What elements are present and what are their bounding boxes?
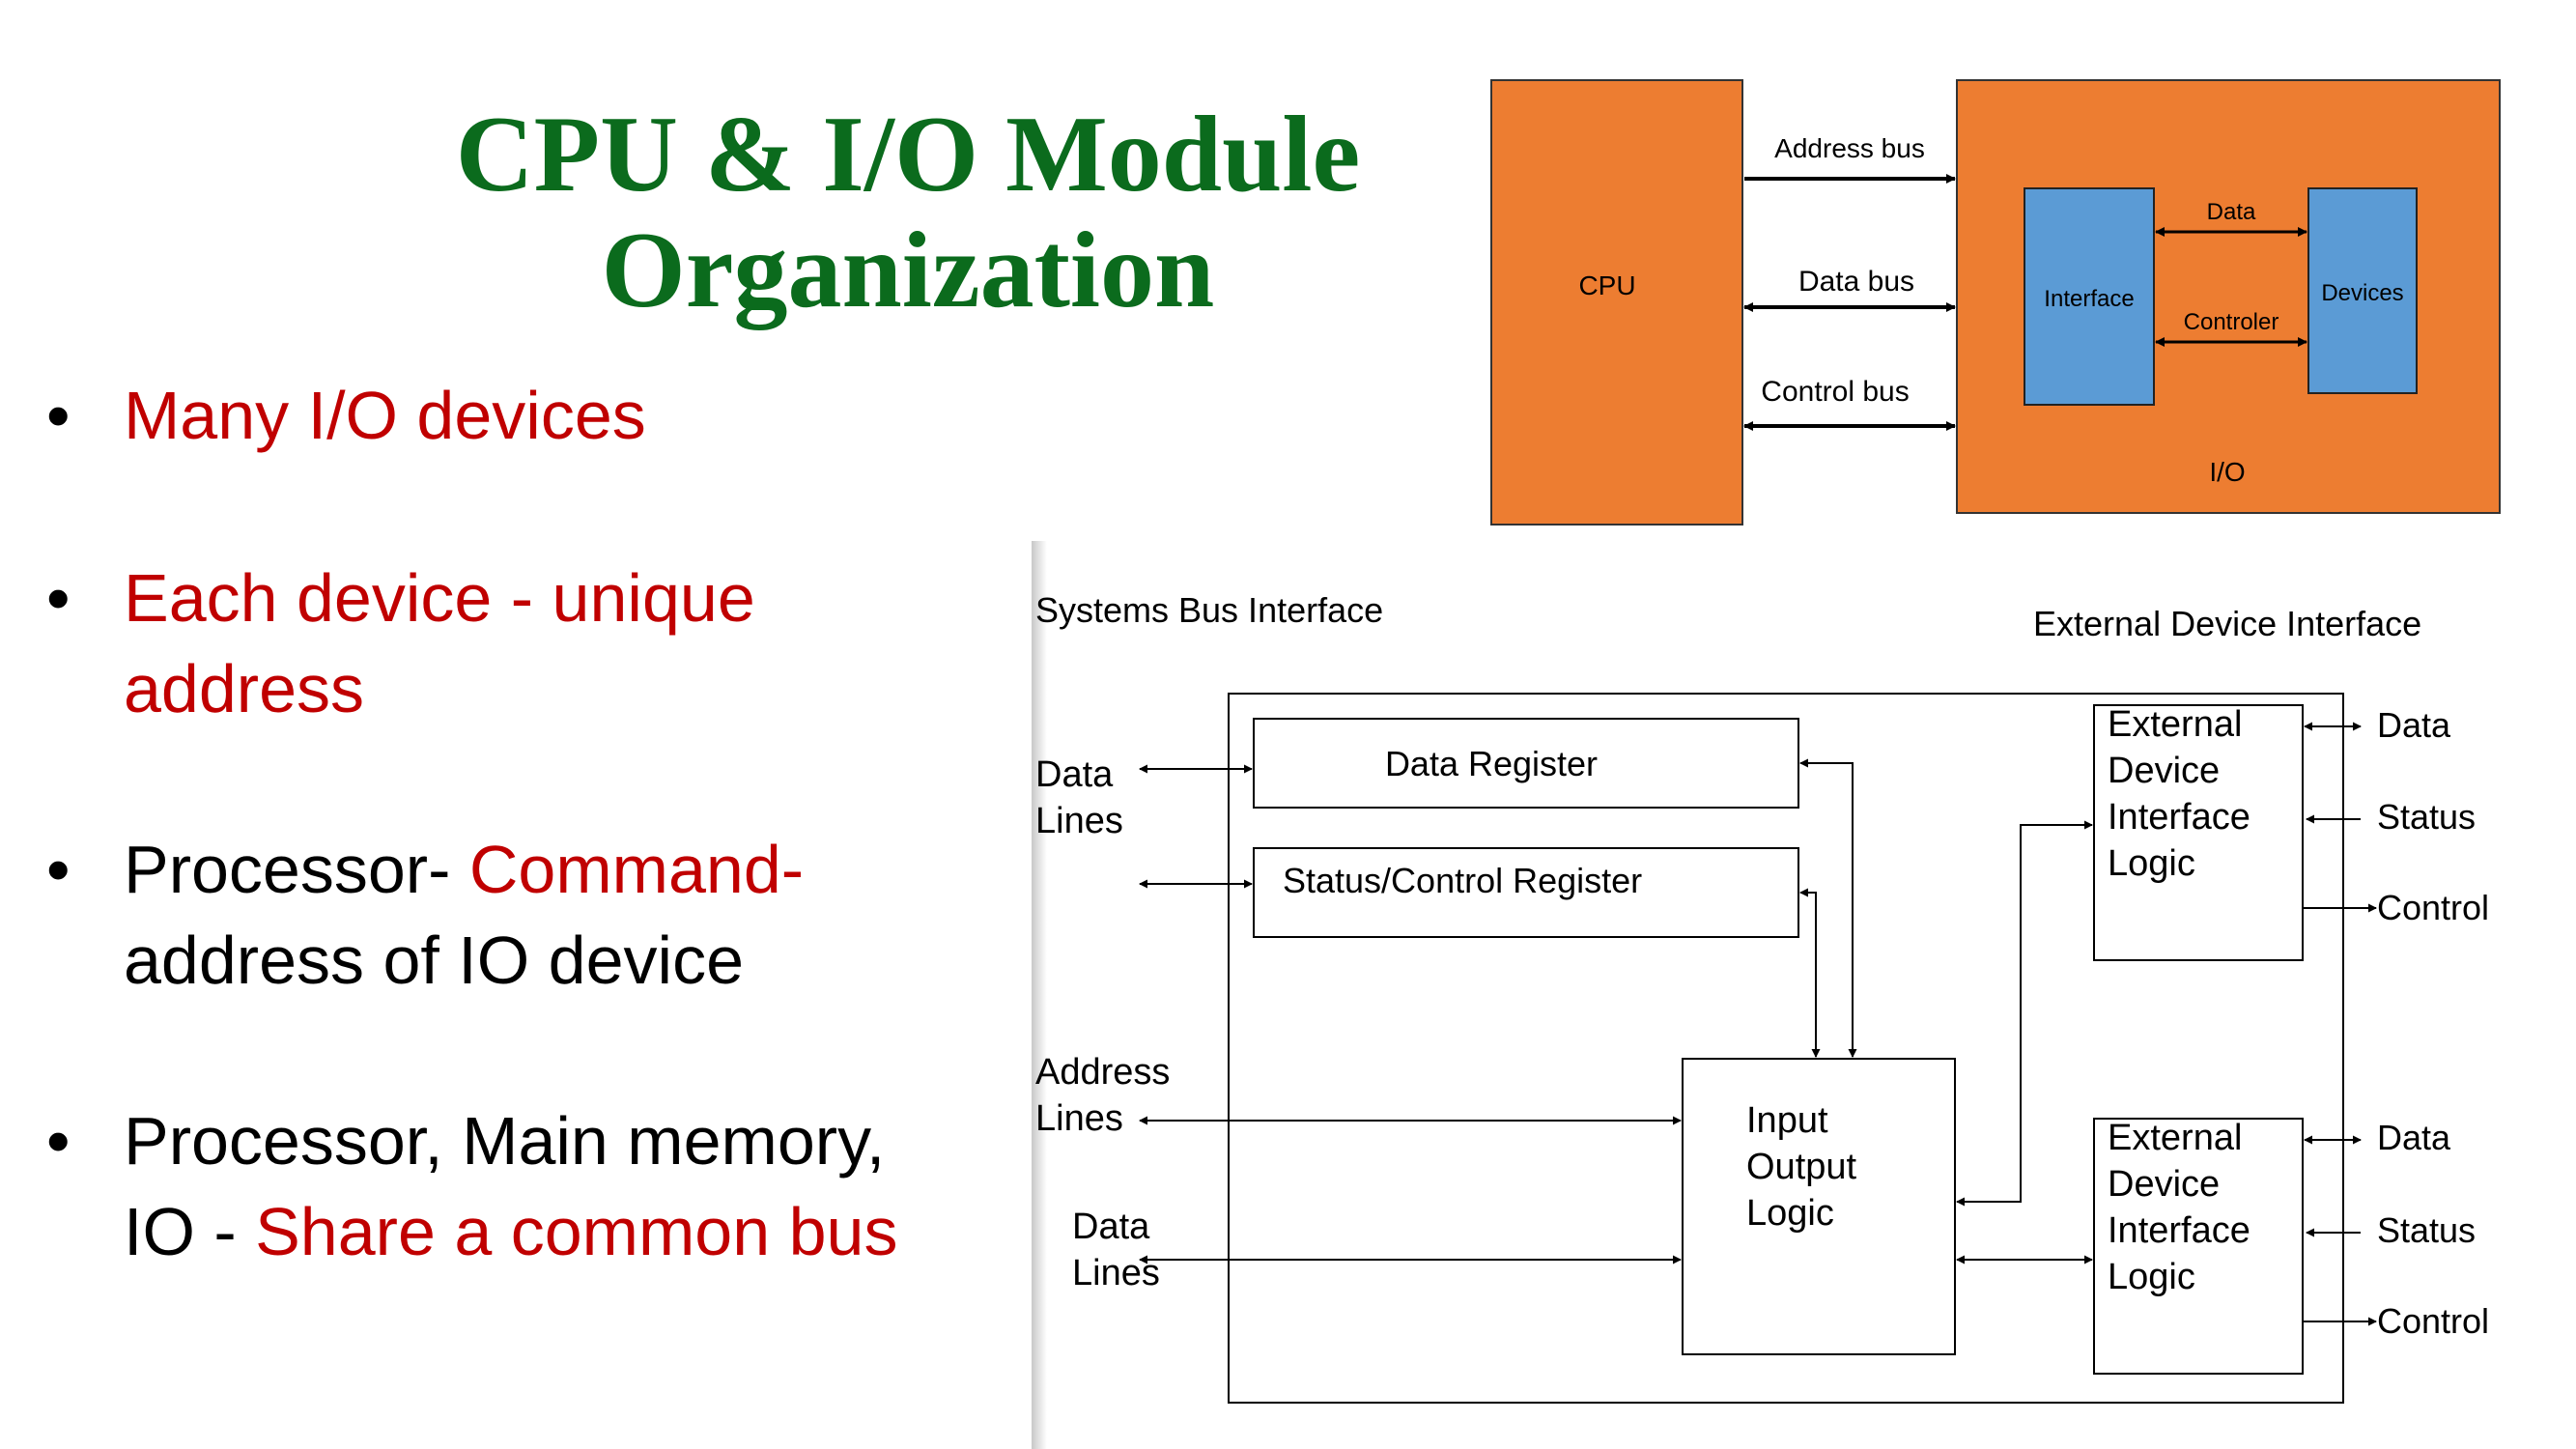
systems-bus-interface-label: Systems Bus Interface [1035, 590, 1383, 630]
address-bus-label: Address bus [1774, 133, 1925, 163]
ext-device-logic-box-1 [2093, 704, 2304, 961]
ext-device-logic-box-2 [2093, 1118, 2304, 1375]
title-line-2: Organization [601, 211, 1215, 330]
bullet-text: Processor- Command- address of IO device [124, 824, 1041, 1006]
bullet-segment-highlight: Command- [468, 832, 805, 907]
io-logic-box [1682, 1058, 1956, 1355]
data-bus-label: Data bus [1798, 266, 1914, 298]
address-lines-label-line-1: Address [1035, 1052, 1170, 1093]
interface-block [2024, 187, 2155, 406]
bullet-text: Each device - unique address [124, 553, 1041, 734]
io-label: I/O [2209, 457, 2245, 487]
logic-to-edil-1-arrow [1956, 820, 2093, 1207]
data-register-to-logic-arrow [1799, 758, 1857, 1058]
cpu-block [1490, 79, 1743, 526]
bullet-text: Many I/O devices [124, 378, 646, 453]
interface-label: Interface [2044, 286, 2134, 312]
edil-2-line-4: Logic [2108, 1257, 2195, 1297]
address-lines-label-line-2: Lines [1035, 1098, 1123, 1139]
title-line-1: CPU & I/O Module [455, 95, 1361, 214]
cpu-label: CPU [1578, 270, 1635, 300]
data-lines-label-line-1: Data [1035, 754, 1114, 795]
edil-1-line-3: Interface [2108, 797, 2250, 838]
slide-title: CPU & I/O Module Organization [386, 97, 1430, 328]
edil-2-line-2: Device [2108, 1164, 2220, 1205]
io-module-diagram: Systems Bus Interface External Device In… [1035, 590, 2489, 1404]
io-logic-line-1: Input [1746, 1100, 1828, 1141]
bullet-dot-icon: • [46, 378, 71, 453]
data-register-box [1253, 718, 1799, 809]
bullet-dot-icon: • [46, 560, 71, 636]
devices-block [2307, 187, 2418, 394]
io-logic-line-2: Output [1746, 1147, 1857, 1187]
bullet-line: address [124, 651, 365, 726]
io-module-outline [1228, 693, 2344, 1404]
bullet-line: address of IO device [124, 923, 744, 998]
inner-data-label: Data [2207, 199, 2256, 225]
edil-1-line-1: External [2108, 704, 2242, 745]
status-control-register-label: Status/Control Register [1283, 861, 1642, 900]
status-control-register-box [1253, 847, 1799, 938]
edil-2-line-1: External [2108, 1118, 2242, 1158]
bullet-segment: IO - [124, 1194, 256, 1269]
ext-control-2-label: Control [2377, 1301, 2489, 1341]
external-device-interface-label: External Device Interface [2033, 604, 2421, 643]
data-lines-2-label-line-1: Data [1072, 1207, 1150, 1247]
bullet-line: Processor, Main memory, [124, 1103, 886, 1179]
control-bus-label: Control bus [1761, 376, 1909, 408]
ext-data-2-label: Data [2377, 1118, 2451, 1157]
status-register-to-logic-arrow [1799, 888, 1821, 1058]
ext-data-1-label: Data [2377, 705, 2451, 745]
bullet-text: Processor, Main memory, IO - Share a com… [124, 1095, 1041, 1277]
io-logic-line-3: Logic [1746, 1193, 1834, 1234]
edil-1-line-4: Logic [2108, 843, 2195, 884]
bullet-segment: Processor- [124, 832, 469, 907]
inner-control-label: Controler [2184, 309, 2279, 335]
edil-1-line-2: Device [2108, 751, 2220, 791]
edil-2-line-3: Interface [2108, 1210, 2250, 1251]
data-register-label: Data Register [1385, 744, 1598, 783]
ext-status-1-label: Status [2377, 797, 2476, 837]
bullet-dot-icon: • [46, 1103, 71, 1179]
panel-edge-shadow [1032, 541, 1047, 1449]
ext-control-1-label: Control [2377, 888, 2489, 927]
bullet-dot-icon: • [46, 832, 71, 907]
bullet-line: Each device - unique [124, 560, 755, 636]
data-lines-label-line-2: Lines [1035, 801, 1123, 841]
bullet-segment-highlight: Share a common bus [255, 1194, 898, 1269]
io-module-panel: Systems Bus Interface External Device In… [1032, 541, 2576, 1449]
devices-label: Devices [2321, 280, 2403, 306]
ext-status-2-label: Status [2377, 1210, 2476, 1250]
cpu-io-diagram: CPU I/O Interface Devices Data Controler… [1490, 79, 2501, 526]
